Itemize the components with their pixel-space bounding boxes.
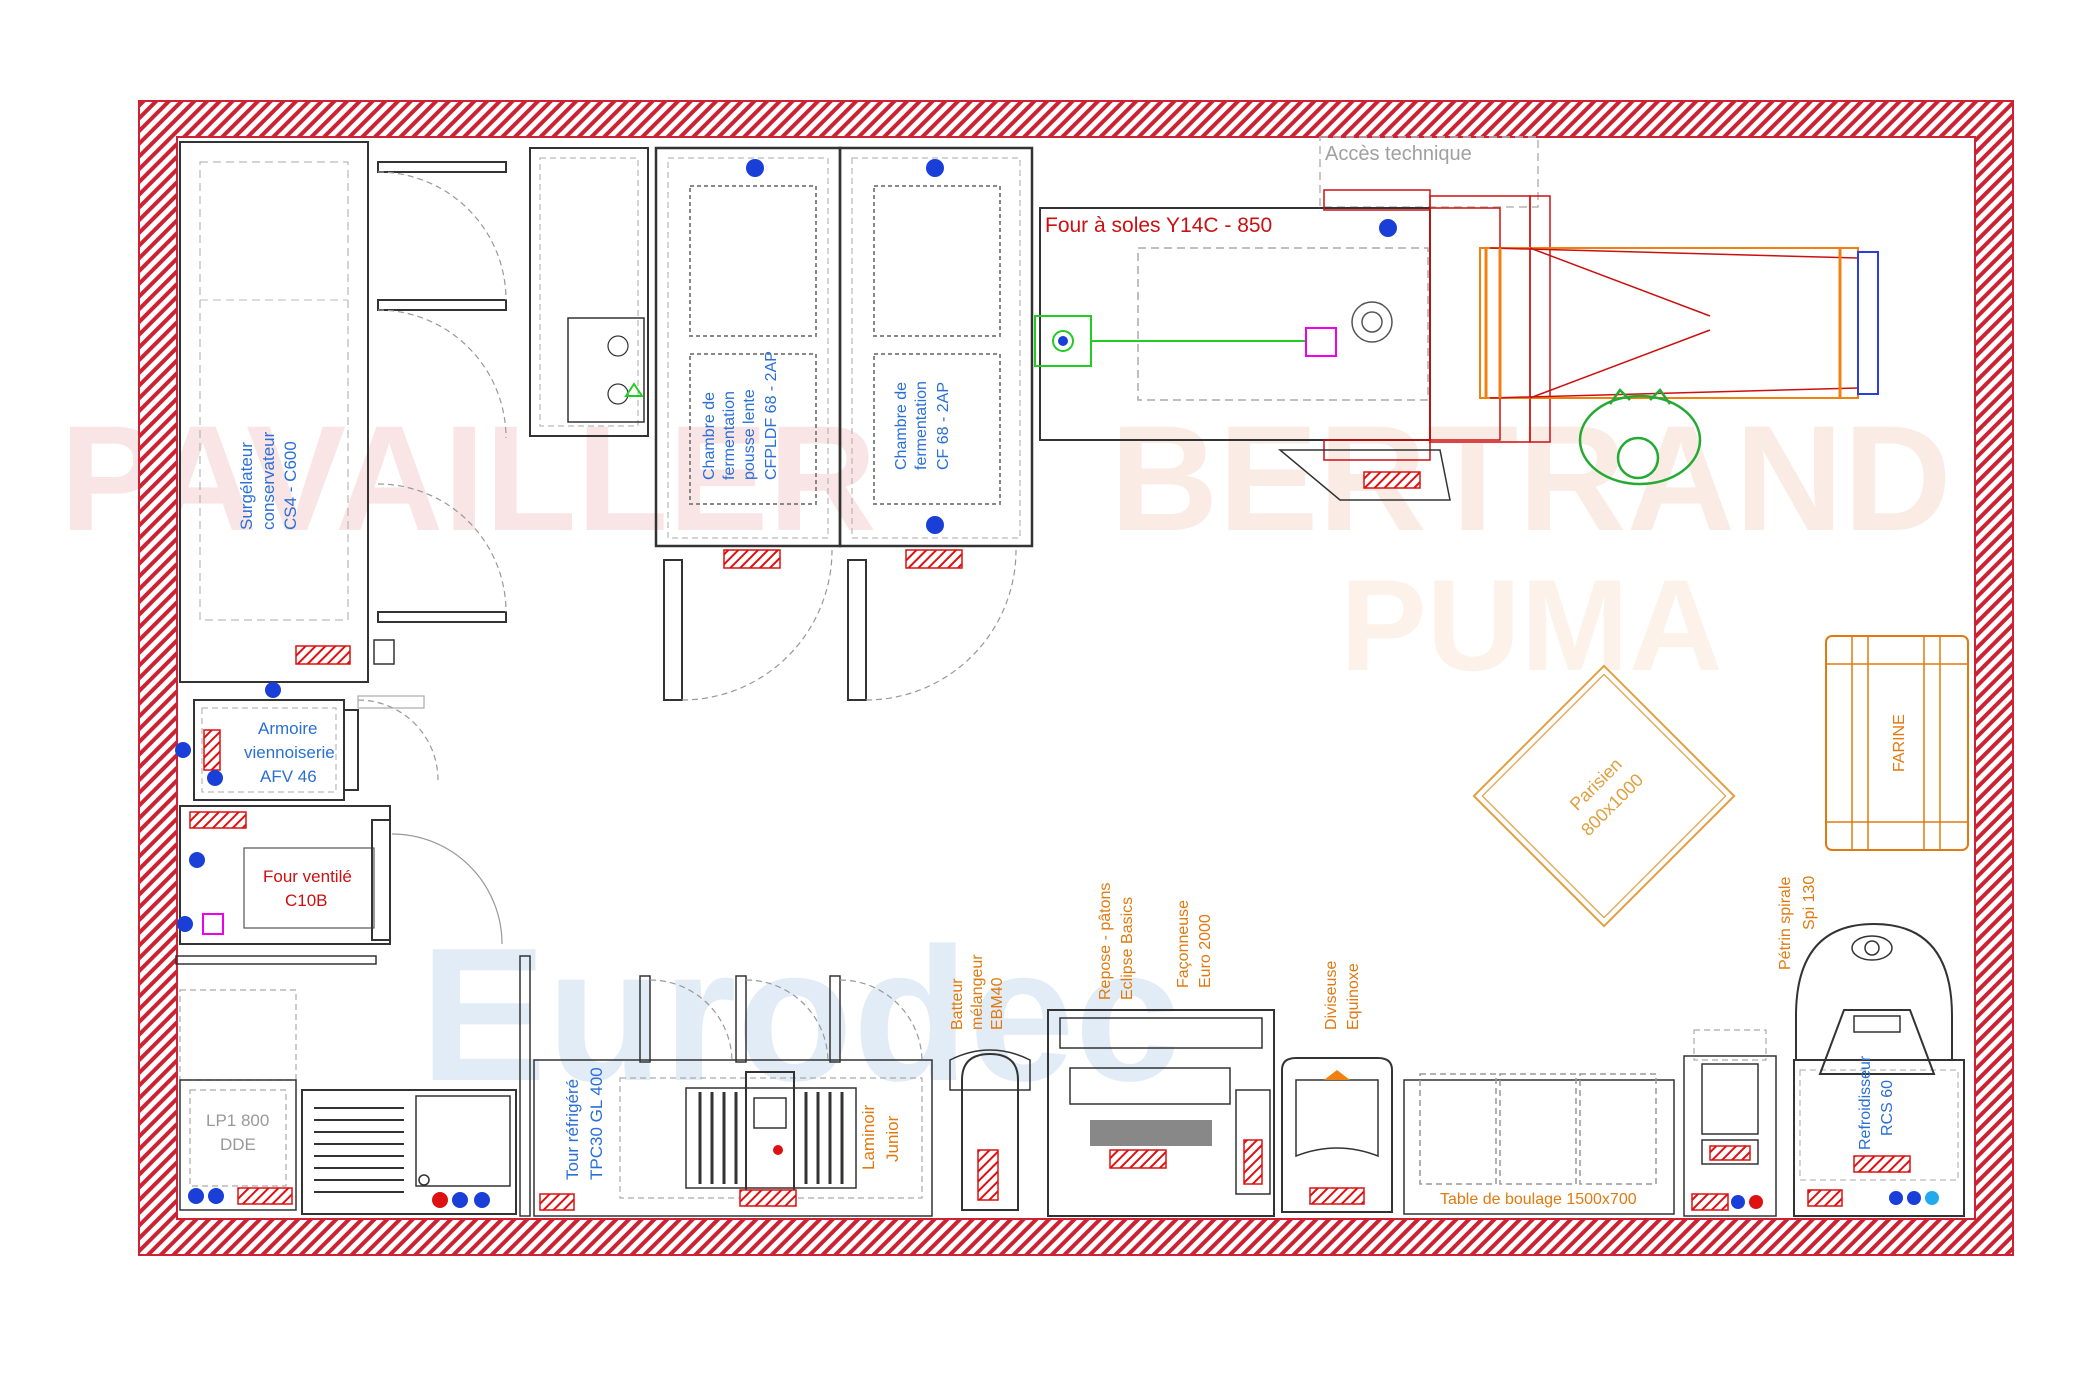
diviseuse-label-1: Diviseuse	[1323, 961, 1340, 1030]
batteur-label-3: EBM40	[989, 977, 1006, 1030]
chambre1-label-4: CFPLDF 68 - 2AP	[763, 351, 780, 480]
armoire-viennoiserie: Armoire viennoiserie AFV 46	[175, 695, 439, 801]
refrigerated-cabinet	[301, 955, 531, 1217]
walls	[138, 100, 2014, 1256]
lp1-unit: LP1 800 DDE	[179, 989, 297, 1211]
watermark-puma: PUMA	[1340, 552, 1723, 698]
refroidisseur-label-1: Refroidisseur	[1857, 1055, 1874, 1150]
watermark-eurodec: Eurodec	[420, 909, 1180, 1121]
wall-right	[1975, 101, 2013, 1255]
chambre1-label-2: fermentation	[721, 391, 738, 480]
surgelateur-label-2: conservateur	[259, 431, 278, 530]
chambre1-label-1: Chambre de	[701, 392, 718, 480]
tour-refrigere: Tour réfrigéré TPC30 GL 400	[533, 975, 933, 1217]
petrin-spirale: Pétrin spirale Spi 130	[1777, 876, 1953, 1061]
watermarks: PAVAILLER BERTRAND PUMA Eurodec	[60, 394, 1952, 1121]
parisien-pallet: Parisien 800x1000	[1472, 664, 1736, 928]
chambre-fermentation: Chambre de fermentation CF 68 - 2AP	[838, 146, 1034, 701]
wall-left	[139, 101, 177, 1255]
laminoir: Laminoir Junior	[619, 1071, 923, 1207]
lp1-label-2: DDE	[220, 1135, 256, 1154]
batteur-label-2: mélangeur	[969, 954, 986, 1030]
tour-label-1: Tour réfrigéré	[563, 1079, 582, 1180]
batteur-label-1: Batteur	[949, 978, 966, 1030]
hob-unit	[529, 147, 649, 437]
batteur-melangeur: Batteur mélangeur EBM40	[949, 954, 1031, 1211]
wall-top	[139, 101, 2013, 137]
water-doser	[1683, 1029, 1777, 1217]
laminoir-label-1: Laminoir	[859, 1104, 878, 1170]
technical-access-label: Accès technique	[1325, 143, 1472, 165]
faconneuse-label-2: Euro 2000	[1197, 914, 1214, 988]
farine-pallet: FARINE	[1825, 635, 1969, 851]
four-ventile-label-2: C10B	[285, 891, 328, 910]
lp1-label-1: LP1 800	[206, 1111, 269, 1130]
four-soles-label: Four à soles Y14C - 850	[1045, 214, 1272, 237]
surgelateur-label-1: Surgélateur	[237, 442, 256, 530]
refroidisseur: Refroidisseur RCS 60	[1793, 1009, 1965, 1217]
watermark-pavailler: PAVAILLER	[60, 394, 877, 562]
armoire-label-2: viennoiserie	[244, 743, 335, 762]
faconneuse: Repose - pâtons Eclipse Basics Façonneus…	[1047, 883, 1275, 1217]
chambre-fermentation-pousse-lente: Chambre de fermentation pousse lente CFP…	[654, 146, 842, 701]
armoire-label-3: AFV 46	[260, 767, 317, 786]
operator-figure	[1578, 388, 1702, 486]
water-connection-icon	[265, 682, 281, 698]
chambre2-label-3: CF 68 - 2AP	[935, 382, 952, 470]
watermark-bertrand: BERTRAND	[1110, 394, 1952, 562]
diviseuse-label-2: Equinoxe	[1345, 963, 1362, 1030]
chambre2-label-1: Chambre de	[893, 382, 910, 470]
wall-inner-outline	[176, 136, 1976, 1220]
repose-label-1: Repose - pâtons	[1097, 883, 1114, 1000]
chambre1-label-3: pousse lente	[741, 389, 758, 480]
four-a-soles: Four à soles Y14C - 850	[1034, 189, 1879, 501]
refroidisseur-label-2: RCS 60	[1879, 1080, 1896, 1136]
table-boulage: Table de boulage 1500x700	[1403, 1073, 1675, 1215]
diviseuse: Diviseuse Equinoxe	[1281, 961, 1393, 1213]
armoire-label-1: Armoire	[258, 719, 318, 738]
petrin-label-2: Spi 130	[1801, 876, 1818, 930]
four-ventile: Four ventilé C10B	[175, 805, 503, 965]
wall-bottom	[139, 1219, 2013, 1255]
four-ventile-label-1: Four ventilé	[263, 867, 352, 886]
wall-outer-outline	[138, 100, 2014, 1256]
petrin-label-1: Pétrin spirale	[1777, 877, 1794, 970]
surgelateur-label-3: CS4 - C600	[281, 441, 300, 530]
table-boulage-label: Table de boulage 1500x700	[1440, 1191, 1637, 1208]
farine-label: FARINE	[1891, 714, 1908, 772]
surgelateur-conservateur: Surgélateur conservateur CS4 - C600	[179, 141, 507, 698]
faconneuse-label-1: Façonneuse	[1175, 900, 1192, 988]
laminoir-label-2: Junior	[883, 1115, 902, 1162]
tour-label-2: TPC30 GL 400	[587, 1067, 606, 1180]
electrical-box	[295, 645, 351, 665]
repose-label-2: Eclipse Basics	[1119, 897, 1136, 1000]
chambre2-label-2: fermentation	[913, 381, 930, 470]
